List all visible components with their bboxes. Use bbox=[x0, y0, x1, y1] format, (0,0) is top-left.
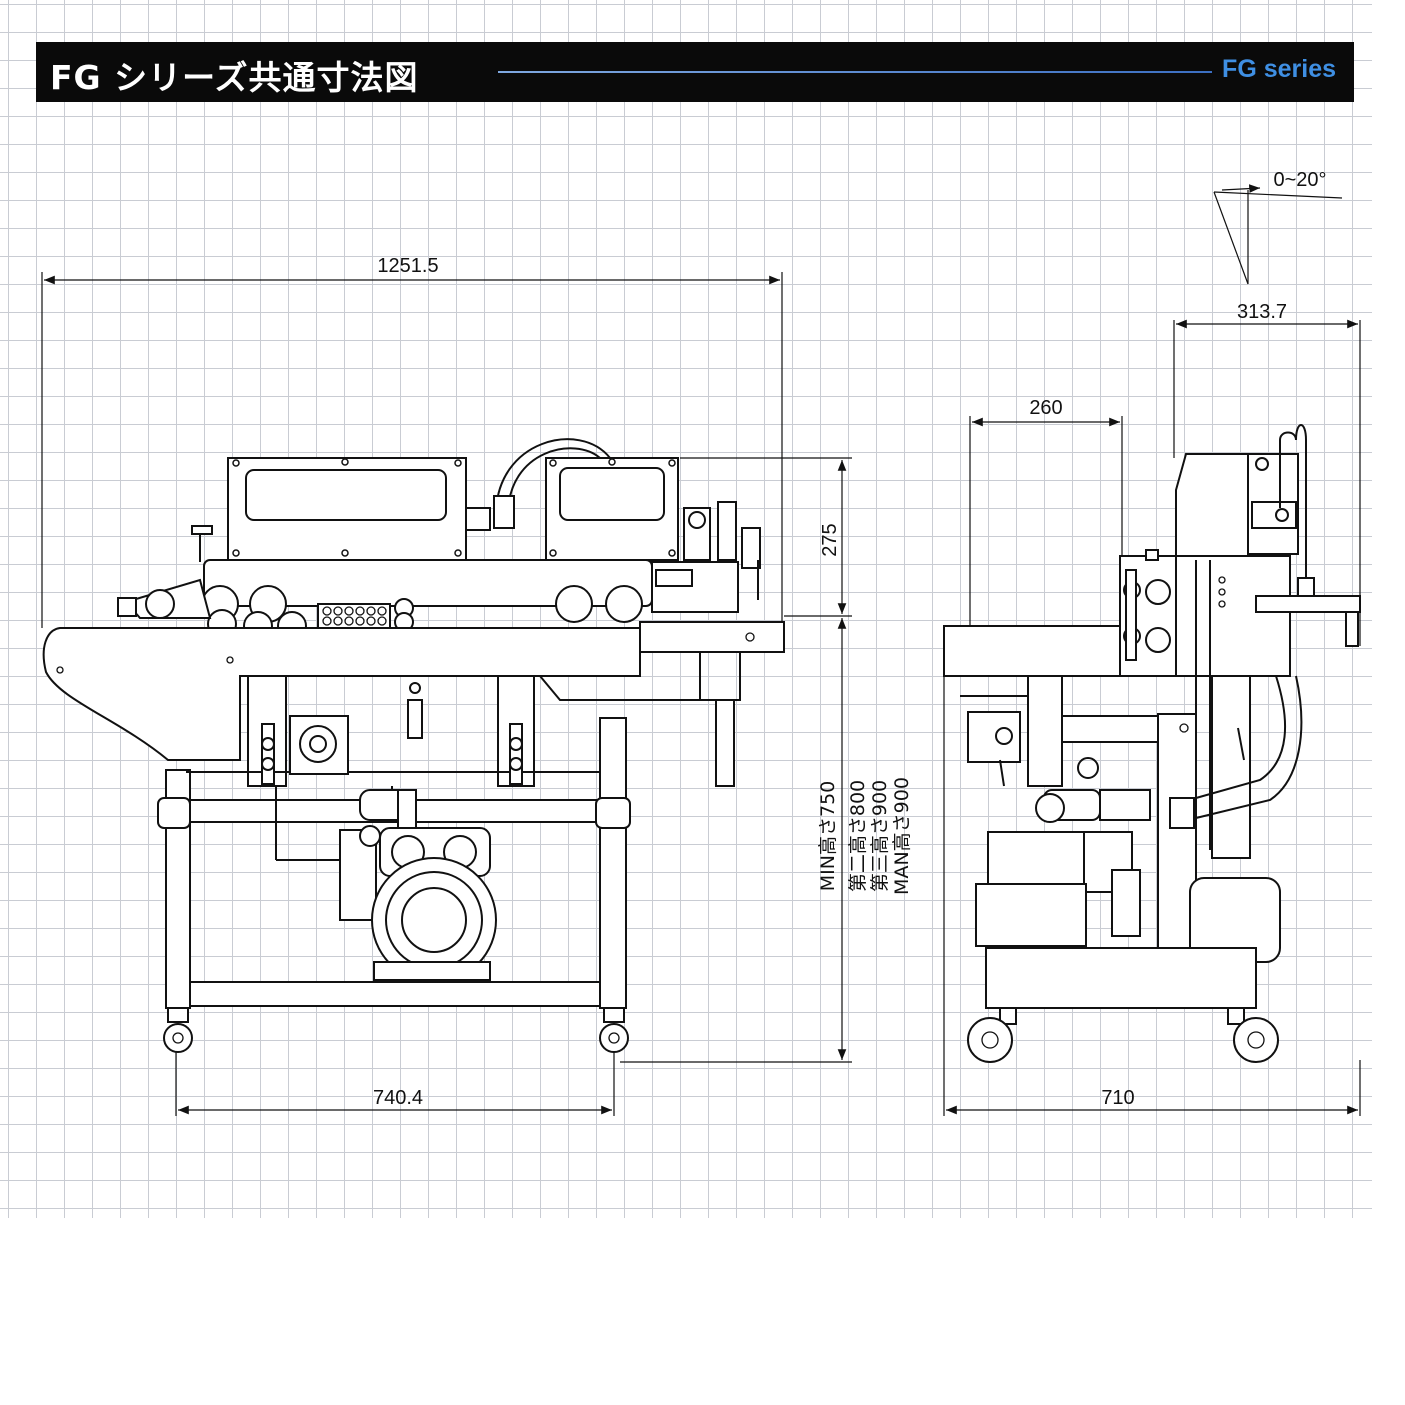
height-min-label: MIN高さ750 bbox=[817, 781, 839, 891]
series-label: FG series bbox=[1222, 55, 1336, 83]
height-max-label: MAN高さ900 bbox=[891, 777, 913, 895]
connector bbox=[465, 507, 491, 531]
height-second-label: 第二高さ800 bbox=[847, 780, 869, 892]
dim-base-length-label: 740.4 bbox=[373, 1087, 423, 1109]
dim-upper-height-label: 275 bbox=[819, 523, 841, 556]
side-motor bbox=[975, 883, 1087, 947]
side-table bbox=[943, 625, 1121, 677]
side-view bbox=[943, 424, 1361, 1063]
dim-overall-length-label: 1251.5 bbox=[377, 255, 438, 277]
header-rule bbox=[498, 71, 1212, 73]
left-window bbox=[245, 469, 447, 521]
dim-angle-label: 0~20° bbox=[1273, 169, 1326, 191]
dim-side-top-width-label: 313.7 bbox=[1237, 301, 1287, 323]
bottom-rail bbox=[189, 981, 601, 1007]
right-heater-box bbox=[545, 457, 679, 561]
side-dimensions: 0~20° 313.7 260 710 bbox=[943, 169, 1361, 1116]
right-window bbox=[559, 467, 665, 521]
header-bar: FG シリーズ共通寸法図 FG series bbox=[36, 42, 1354, 102]
pump-box bbox=[289, 715, 349, 775]
side-arm bbox=[1255, 595, 1361, 613]
height-third-label: 第三高さ900 bbox=[869, 780, 891, 892]
side-motor-head bbox=[987, 831, 1085, 889]
side-head bbox=[1175, 453, 1251, 557]
right-leg bbox=[599, 717, 627, 1009]
right-conveyor-end bbox=[639, 621, 785, 653]
dim-side-depth-label: 260 bbox=[1029, 397, 1062, 419]
left-heater-box bbox=[227, 457, 467, 561]
dim-side-width-label: 710 bbox=[1101, 1087, 1134, 1109]
motor bbox=[371, 857, 497, 983]
front-dimensions: 1251.5 275 MIN高さ750 第二高さ800 第三高さ900 MAN高… bbox=[41, 255, 913, 1116]
table-top bbox=[42, 627, 641, 761]
side-base bbox=[985, 947, 1257, 1009]
page-title: FG シリーズ共通寸法図 bbox=[50, 58, 419, 97]
side-body bbox=[1119, 555, 1291, 677]
front-view bbox=[42, 438, 785, 1053]
